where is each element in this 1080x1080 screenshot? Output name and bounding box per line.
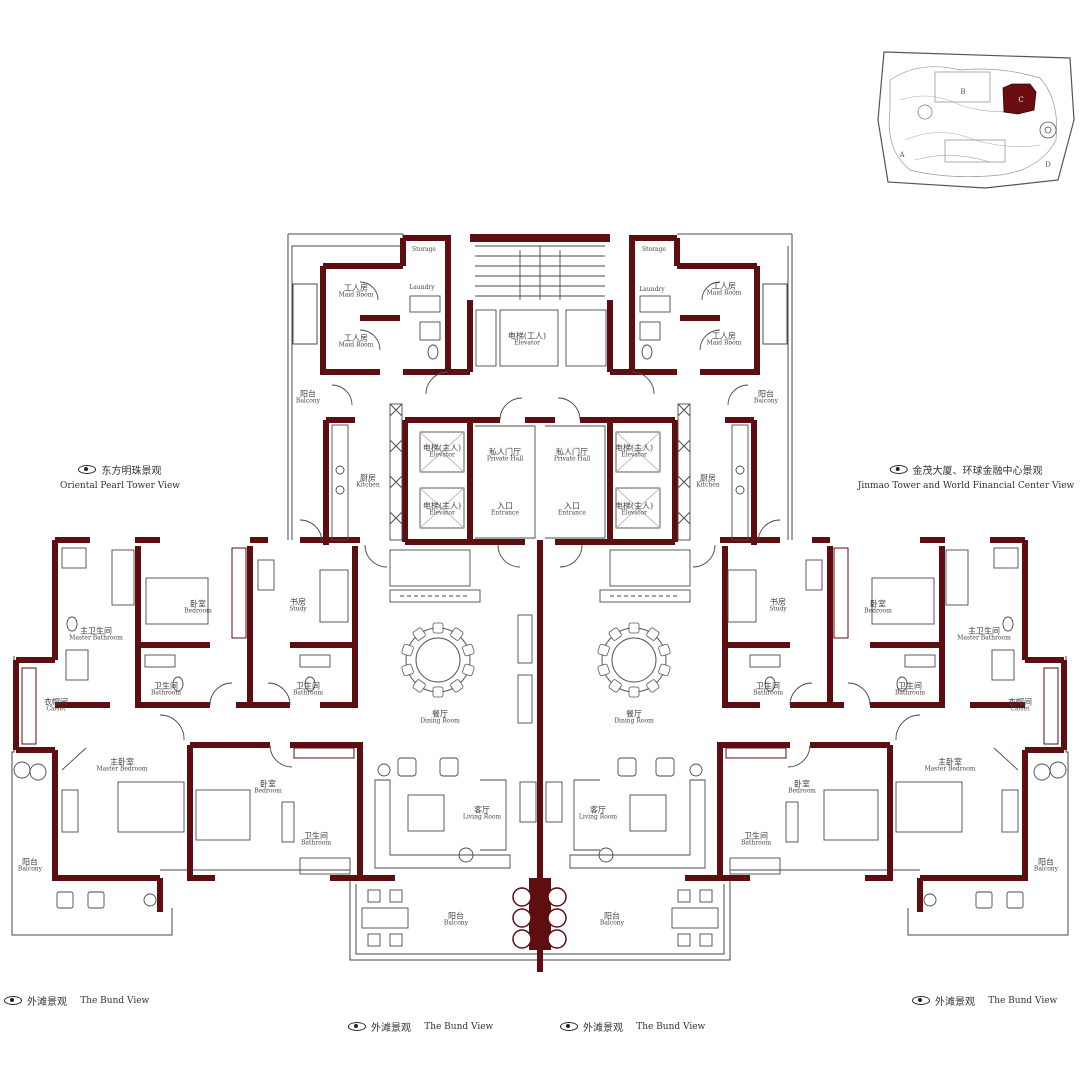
bund-view-center-right: 外滩景观 The Bund View — [560, 1019, 705, 1034]
dining-chair — [628, 622, 640, 634]
closet-hatch — [21, 547, 1059, 759]
dining-chair — [461, 663, 476, 677]
view-label-en: The Bund View — [424, 1021, 494, 1032]
view-label-en: The Bund View — [80, 995, 150, 1006]
view-label-zh: 外滩景观 — [935, 997, 975, 1008]
dining-chair — [432, 622, 444, 634]
bund-view-center-left: 外滩景观 The Bund View — [348, 1019, 493, 1034]
view-label-en: The Bund View — [988, 995, 1058, 1006]
eye-icon — [4, 996, 22, 1005]
bund-view-right: 外滩景观 The Bund View — [912, 993, 1057, 1008]
dining-chair — [400, 663, 415, 677]
eye-icon — [889, 465, 908, 474]
dining-chair — [461, 643, 476, 657]
dining-chair — [596, 663, 611, 677]
eye-icon — [912, 996, 930, 1005]
dining-chair — [400, 643, 415, 657]
key-plan-label-b: B — [960, 88, 966, 96]
dining-chair — [432, 686, 444, 698]
view-label-en: Jinmao Tower and World Financial Center … — [857, 481, 1075, 491]
eye-icon — [78, 465, 97, 474]
dining-chair — [628, 686, 640, 698]
view-label-zh: 金茂大厦、环球金融中心景观 — [912, 466, 1043, 477]
planters — [512, 887, 567, 949]
room-laundry-left: Laundry — [409, 283, 435, 291]
key-plan — [877, 51, 1075, 189]
room-elevator-left-1: 电梯(主人)Elevator — [422, 443, 462, 460]
interior-details — [13, 245, 1067, 947]
view-label-en: Oriental Pearl Tower View — [60, 481, 180, 491]
view-label-en: The Bund View — [636, 1021, 706, 1032]
view-label-zh: 外滩景观 — [583, 1023, 623, 1034]
eye-icon — [348, 1022, 366, 1031]
dining-chair — [657, 643, 672, 657]
dining-chair — [596, 643, 611, 657]
room-storage-right: Storage — [642, 245, 666, 253]
bund-view-left: 外滩景观 The Bund View — [4, 993, 149, 1008]
room-elevator-right-2: 电梯(主人)Elevator — [614, 501, 654, 518]
main-walls — [13, 234, 1067, 960]
jinmao-view: 金茂大厦、环球金融中心景观 Jinmao Tower and World Fin… — [857, 462, 1075, 491]
room-elevator-right-1: 电梯(主人)Elevator — [614, 443, 654, 460]
key-plan-label-a: A — [899, 151, 905, 159]
dining-chair — [657, 663, 672, 677]
oriental-pearl-view: 东方明珠景观 Oriental Pearl Tower View — [60, 462, 180, 491]
eye-icon — [560, 1022, 578, 1031]
view-label-zh: 东方明珠景观 — [101, 466, 162, 477]
room-storage-left: Storage — [412, 245, 436, 253]
view-label-zh: 外滩景观 — [371, 1023, 411, 1034]
room-elevator-left-2: 电梯(主人)Elevator — [422, 501, 462, 518]
view-label-zh: 外滩景观 — [27, 997, 67, 1008]
room-laundry-right: Laundry — [639, 285, 665, 293]
room-service-elevator: 电梯(工人)Elevator — [507, 331, 547, 348]
wall-blocks — [529, 878, 551, 972]
key-plan-label-c: C — [1018, 96, 1024, 104]
key-plan-label-d: D — [1045, 161, 1051, 169]
